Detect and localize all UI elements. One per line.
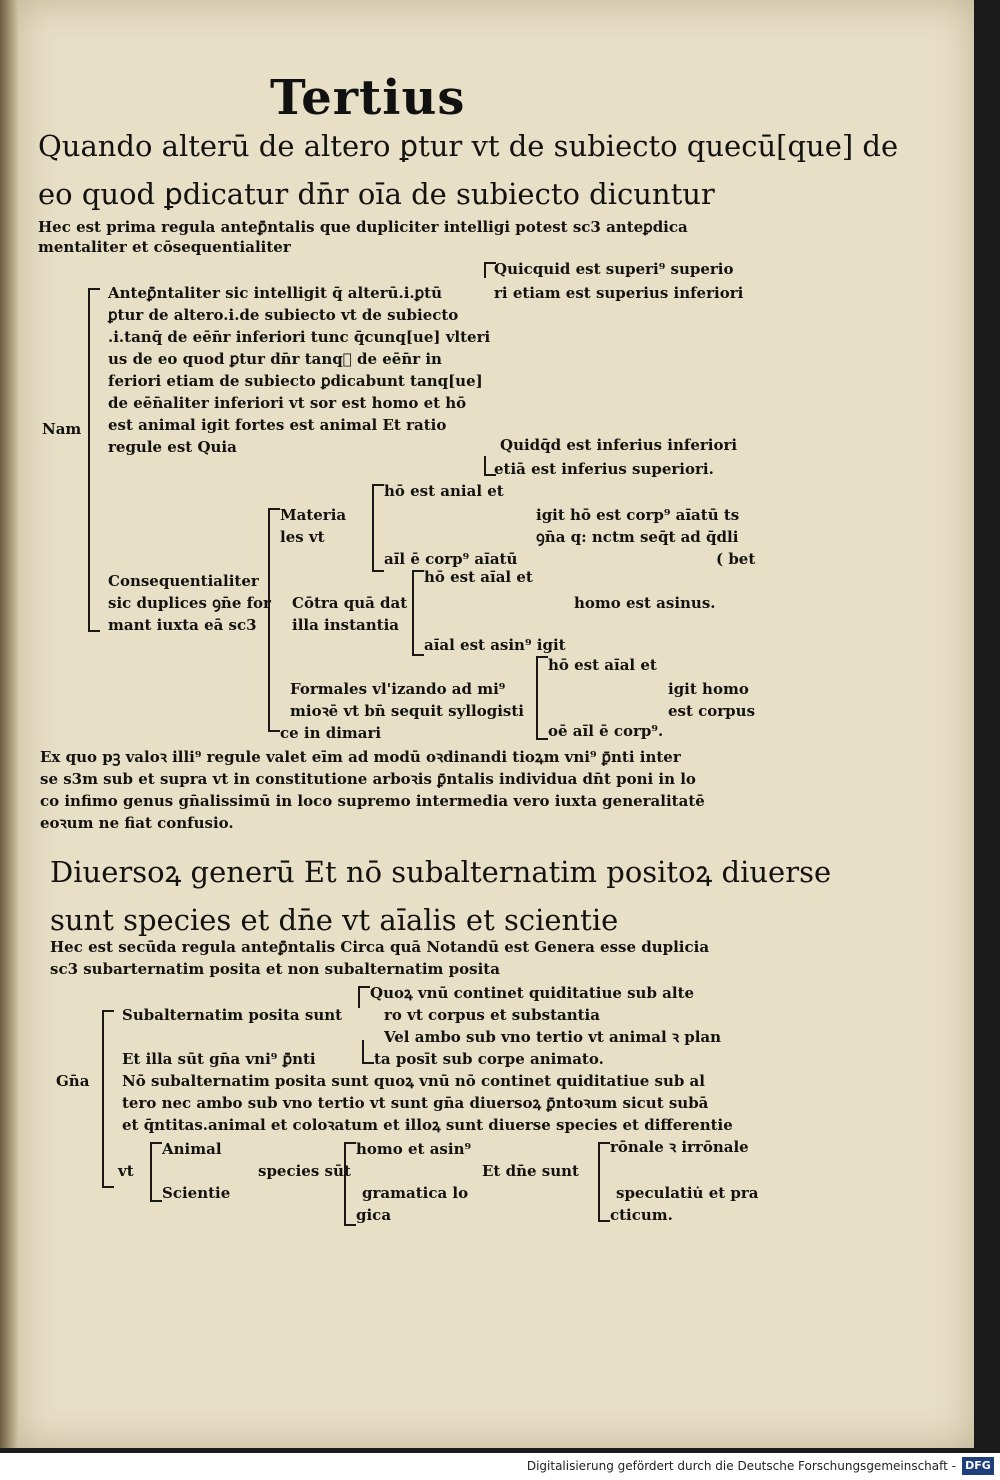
- ante-line8: regule est Quia: [108, 438, 237, 456]
- vel-line: Vel ambo sub vno tertio vt animal ꝛ plan: [384, 1028, 722, 1046]
- ante-line5: feriori etiam de subiecto ꝑdicabunt tanq…: [108, 372, 483, 390]
- formales-line2: mioꝛē vt bn̄ sequit syllogisti: [290, 702, 524, 720]
- gramatica-line2: gica: [356, 1206, 392, 1224]
- closing-line3: co infimo genus gn̄alissimū in loco supr…: [40, 792, 705, 810]
- gramatica-line1: gramatica lo: [362, 1184, 469, 1202]
- homo-label: homo et asin⁹: [356, 1140, 472, 1158]
- contra-line2: illa instantia: [292, 616, 399, 634]
- materiales-line1: Materia: [280, 506, 347, 524]
- ronale-label: rōnale ꝛ irrōnale: [610, 1138, 749, 1156]
- rule2-intro1: Hec est secūda regula anteꝑ̄ntalis Circa…: [50, 938, 710, 956]
- nam-label: Nam: [42, 420, 82, 438]
- quidqd-line1: Quidq̄d est inferius inferiori: [500, 436, 738, 454]
- non-line2: tero nec ambo sub vno tertio vt sunt gn̄…: [122, 1094, 709, 1112]
- contra-line1: Cōtra quā dat: [292, 594, 408, 612]
- materiales-line2: les vt: [280, 528, 325, 546]
- rule2-line2: sunt species et dn̄e vt aı̄alis et scien…: [50, 903, 619, 937]
- closing-line4: eoꝛum ne fiat confusio.: [40, 814, 234, 832]
- bracket-hoanial: [372, 484, 384, 572]
- igit-homo-line2: est corpus: [668, 702, 756, 720]
- cons-line3: mant iuxta eā sc3: [108, 616, 257, 634]
- gna-label: Gn̄a: [56, 1072, 90, 1090]
- quicquid-line2: ri etiam est superius inferiori: [494, 284, 744, 302]
- aial-asin: aı̄al est asin⁹ igit: [424, 636, 566, 654]
- ho-aial: hō est aı̄al et: [424, 568, 533, 586]
- rule1-line1: Quando alterū de altero ꝑtur vt de subie…: [38, 129, 899, 163]
- formales-line3: ce in dimari: [280, 724, 382, 742]
- at-corpus: aı̄l ē corp⁹ aı̄atū: [384, 550, 518, 568]
- bracket-ronale: [598, 1142, 610, 1222]
- bracket-quidqd: [484, 456, 496, 476]
- rule2-line1: Diuersoꝝ generū Et nō subalternatim posi…: [50, 855, 832, 889]
- ante-line1: Anteꝑ̄ntaliter sic intelligit q̄ alterū.…: [108, 284, 442, 302]
- speculatiui-line2: cticum.: [610, 1206, 673, 1224]
- closing-line2: se s3m sub et supra vt in constitutione …: [40, 770, 696, 788]
- digitization-footer: Digitalisierung gefördert durch die Deut…: [0, 1453, 1000, 1480]
- illa-line: Et illa sūt gn̄a vni⁹ ꝑ̄nti: [122, 1050, 316, 1068]
- bracket-contra: [412, 570, 424, 656]
- homo-asinus: homo est asinus.: [574, 594, 716, 612]
- bracket-animal: [150, 1142, 162, 1202]
- vt-label: vt: [118, 1162, 134, 1180]
- bet-label: ( bet: [716, 550, 756, 568]
- ante-line2: ꝑtur de altero.i.de subiecto vt de subie…: [108, 306, 459, 324]
- dfg-logo: DFG: [962, 1457, 994, 1475]
- oe-at: oē aı̄l ē corp⁹.: [548, 722, 664, 740]
- ante-line6: de eēn̄aliter inferiori vt sor est homo …: [108, 394, 467, 412]
- corpus-line: ro vt corpus et substantia: [384, 1006, 600, 1024]
- closing-line1: Ex quo pꝫ valoꝛ illi⁹ regule valet eīm a…: [40, 748, 681, 766]
- rule1-intro2: mentaliter et cōsequentialiter: [38, 238, 291, 256]
- non-line3: et q̄ntitas.animal et coloꝛatum et illoꝝ…: [122, 1116, 733, 1134]
- non-line1: Nō subalternatim posita sunt quoꝝ vnū nō…: [122, 1072, 705, 1090]
- bracket-homo: [344, 1142, 356, 1226]
- rule2-intro2: sc3 subarternatim posita et non subalter…: [50, 960, 500, 978]
- bracket-ta: [362, 1040, 374, 1064]
- ante-line3: .i.tanq̄ de eēn̄r inferiori tunc q̄cunq[…: [108, 328, 491, 346]
- ho-aial2: hō est aı̄al et: [548, 656, 657, 674]
- bracket-quorum: [358, 986, 370, 1008]
- ante-line4: us de eo quod ꝑtur dn̄r tanqᷓ de eēn̄r i…: [108, 350, 442, 368]
- igit-corpus-line2: ꝯn̄a q: nctm seq̄t ad q̄dli: [536, 528, 739, 546]
- bracket-main: [88, 288, 100, 632]
- footer-credit: Digitalisierung gefördert durch die Deut…: [526, 1459, 956, 1473]
- igit-corpus-line1: igit hō est corp⁹ aı̄atū ts: [536, 506, 740, 524]
- bracket-genera: [102, 1010, 114, 1188]
- cons-line1: Consequentialiter: [108, 572, 259, 590]
- animal-label: Animal: [162, 1140, 222, 1158]
- ta-line: ta posīt sub corpe animato.: [374, 1050, 604, 1068]
- cons-line2: sic duplices ꝯn̄e for: [108, 594, 271, 612]
- book-page: [16, 0, 974, 1448]
- bracket-hoaial2: [536, 656, 548, 740]
- quorum-line: Quoꝝ vnū continet quiditatiue sub alte: [370, 984, 695, 1002]
- bracket-materiales: [268, 508, 280, 732]
- dne-label: Et dn̄e sunt: [482, 1162, 579, 1180]
- ho-animal: hō est anial et: [384, 482, 504, 500]
- rule1-intro1: Hec est prima regula anteꝑ̄ntalis que du…: [38, 218, 688, 236]
- ante-line7: est animal igit fortes est animal Et rat…: [108, 416, 447, 434]
- quidqd-line2: etiā est inferius superiori.: [494, 460, 714, 478]
- igit-homo-line1: igit homo: [668, 680, 749, 698]
- page-binding-edge: [0, 0, 18, 1448]
- subalternatim-line: Subalternatim posita sunt: [122, 1006, 343, 1024]
- bracket-quicquid: [484, 262, 496, 278]
- speculatiui-line1: speculatiu̇ et pra: [616, 1184, 759, 1202]
- formales-line1: Formales vl'izando ad mi⁹: [290, 680, 506, 698]
- page-heading: Tertius: [270, 70, 466, 126]
- quicquid-line1: Quicquid est superi⁹ superio: [494, 260, 734, 278]
- rule1-line2: eo quod ꝑdicatur dn̄r oı̄a de subiecto d…: [38, 177, 715, 211]
- species-label: species sūt: [258, 1162, 351, 1180]
- scientie-label: Scientie: [162, 1184, 231, 1202]
